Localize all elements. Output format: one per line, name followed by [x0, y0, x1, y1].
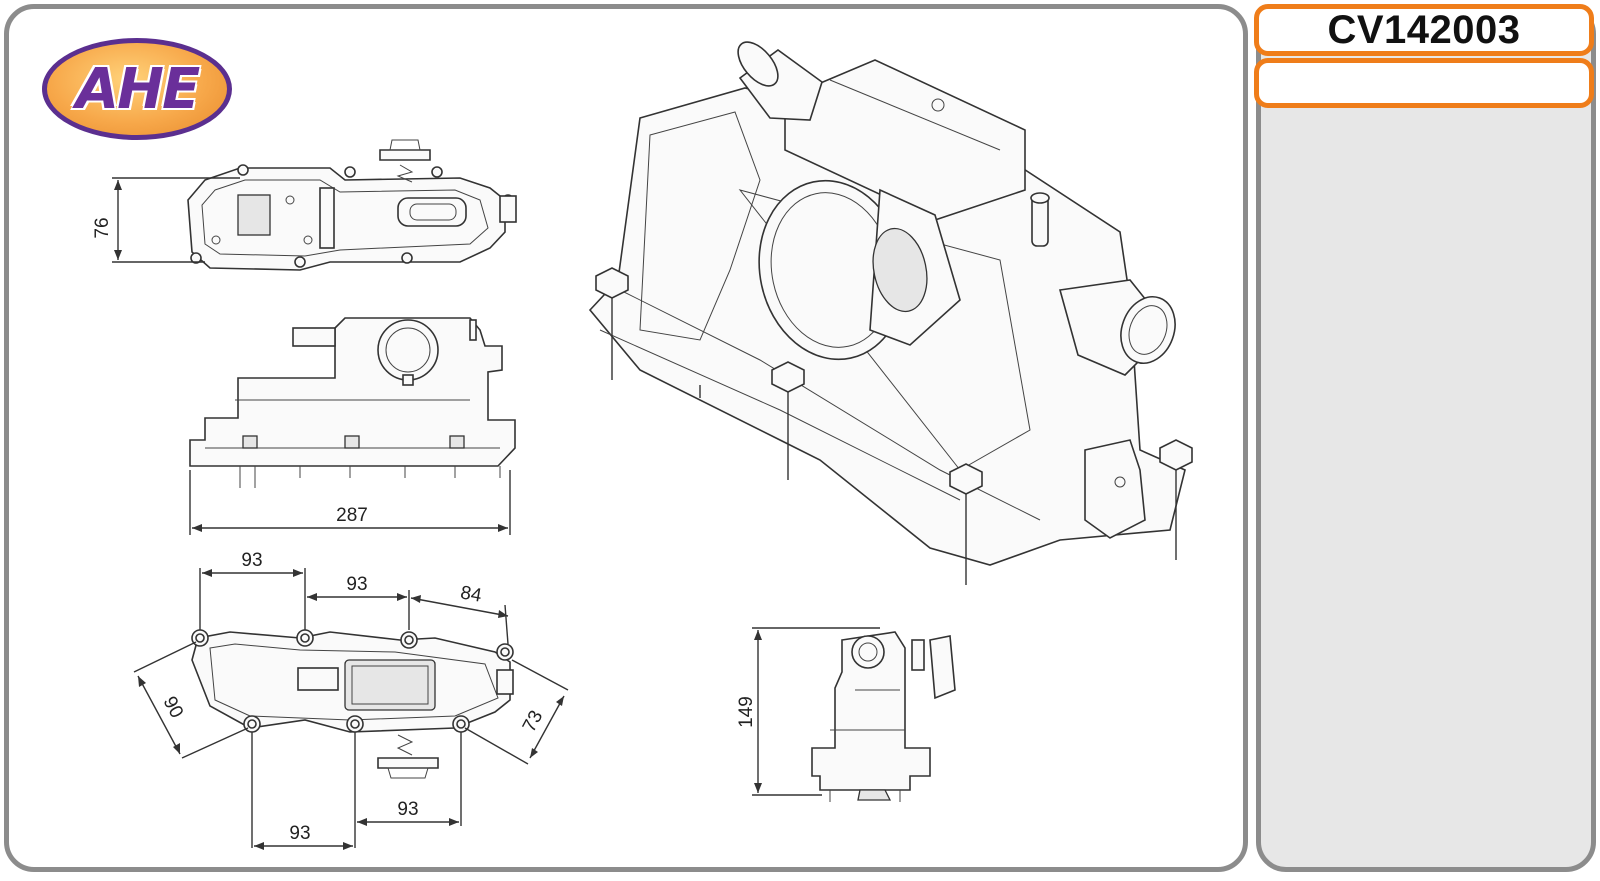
- logo-text: AHE: [75, 56, 200, 122]
- dim-93-lower-left: 93: [289, 823, 310, 844]
- front-view: 287: [189, 317, 516, 535]
- top-view: 76: [92, 139, 517, 271]
- dim-93-top-left: 93: [241, 550, 262, 571]
- info-panel: [1256, 4, 1596, 872]
- logo-ellipse: [42, 38, 232, 140]
- dim-287: 287: [336, 505, 368, 526]
- dim-84: 84: [459, 582, 484, 606]
- dim-76: 76: [92, 217, 113, 238]
- dim-93-lower-right: 93: [397, 799, 418, 820]
- side-view: 149: [736, 627, 956, 802]
- dim-149: 149: [736, 696, 757, 728]
- dim-93-top-mid: 93: [346, 574, 367, 595]
- isometric-bolts: [595, 267, 1193, 585]
- bottom-view: 93 93 84 90 73 93 93: [133, 550, 569, 850]
- product-code: CV142003: [1254, 4, 1594, 56]
- secondary-label-box: [1254, 58, 1594, 108]
- isometric-view: [588, 41, 1193, 585]
- brand-logo: AHE: [42, 38, 232, 140]
- dim-90: 90: [159, 693, 187, 722]
- dim-73: 73: [519, 707, 547, 736]
- technical-drawing: 76 287: [92, 41, 1193, 850]
